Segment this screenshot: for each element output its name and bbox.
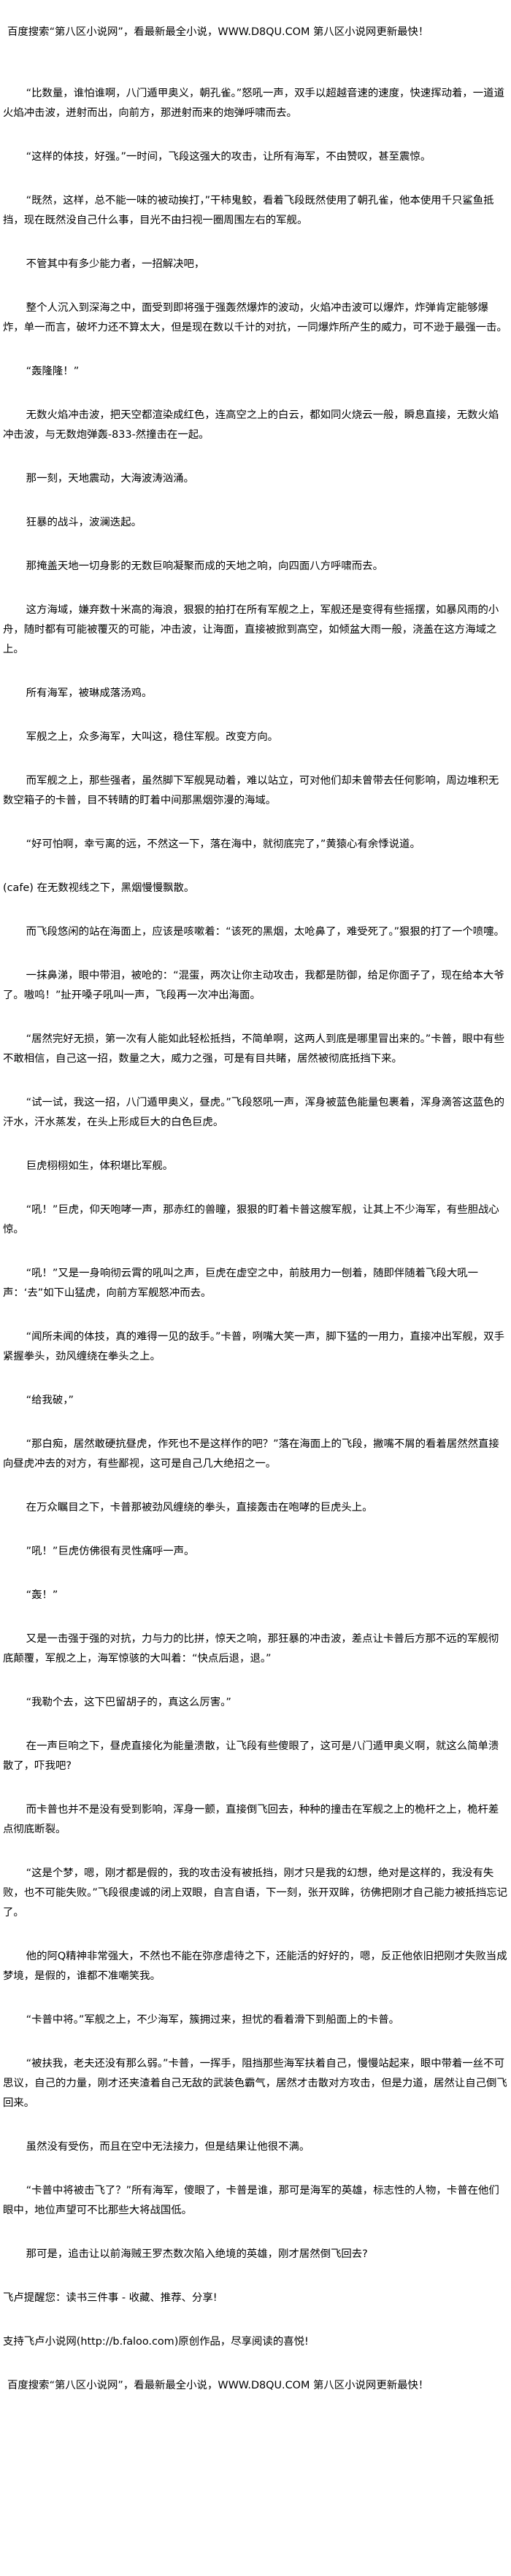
- paragraph: 不管其中有多少能力者，一招解决吧，: [26, 258, 205, 270]
- paragraph: “既然，这样，总不能一味的被动挨打，”干柿鬼鲛，看着飞段既然使用了朝孔雀，他本使…: [3, 195, 494, 226]
- paragraph: “给我破，”: [26, 1395, 74, 1406]
- paragraph: “这是个梦，嗯，刚才都是假的，我的攻击没有被抵挡，刚才只是我的幻想，绝对是这样的…: [3, 1867, 508, 1918]
- paragraph: “闻所未闻的体技，真的难得一见的敌手。”卡普，咧嘴大笑一声，脚下猛的一用力，直接…: [3, 1331, 504, 1362]
- paragraph: “这样的体技，好强。”一时间，飞段这强大的攻击，让所有海军，不由赞叹，甚至震惊。: [26, 151, 431, 163]
- paragraph: “卡普中将。”军舰之上，不少海军，簇拥过来，担忧的看着滑下到船面上的卡普。: [26, 2014, 400, 2026]
- paragraph: 无数火焰冲击波，把天空都渲染成红色，连高空之上的白云，都如同火烧云一般，瞬息直接…: [3, 409, 499, 441]
- paragraph: 军舰之上，众多海军，大叫这，稳住军舰。改变方向。: [26, 731, 279, 743]
- paragraph: “轰！”: [26, 1589, 58, 1601]
- site-banner-bottom: 百度搜索“第八区小说网”，看最新最全小说，WWW.D8QU.COM 第八区小说网…: [7, 2380, 429, 2391]
- paragraph: “吼！”巨虎，仰天咆哮一声，那赤红的兽瞳，狠狠的盯着卡普这艘军舰，让其上不少海军…: [3, 1204, 499, 1235]
- paragraph: 这方海域，嫌弃数十米高的海浪，狠狠的拍打在所有军舰之上，军舰还是变得有些摇摆，如…: [3, 604, 499, 655]
- paragraph: 他的阿Q精神非常强大，不然也不能在弥彦虐待之下，还能活的好好的，嗯，反正他依旧把…: [3, 1951, 507, 1982]
- paragraph: 那可是，追击让以前海贼王罗杰数次陷入绝境的英雄，刚才居然倒飞回去?: [26, 2248, 368, 2260]
- paragraph: “试一试，我这一招，八门遁甲奥义，昼虎。”飞段怒吼一声，浑身被蓝色能量包裹着，浑…: [3, 1097, 504, 1128]
- paragraph: 所有海军，被琳成落汤鸡。: [26, 687, 153, 699]
- paragraph: “轰隆隆！”: [26, 366, 80, 377]
- paragraph: 在万众瞩目之下，卡普那被劲风缠绕的拳头，直接轰击在咆哮的巨虎头上。: [26, 1502, 373, 1513]
- reading-reminder: 飞卢提醒您：读书三件事 - 收藏、推荐、分享!: [3, 2292, 218, 2304]
- paragraph: 而飞段悠闲的站在海面上，应该是咳嗽着：“该死的黑烟，太呛鼻了，难受死了。”狠狠的…: [26, 926, 504, 938]
- paragraph: 而军舰之上，那些强者，虽然脚下军舰晃动着，难以站立，可对他们却未曾带去任何影响，…: [3, 775, 499, 806]
- paragraph: “吼！”又是一身响彻云霄的吼叫之声，巨虎在虚空之中，前肢用力一刨着，随即伴随着飞…: [3, 1268, 478, 1299]
- paragraph: 而卡普也并不是没有受到影响，浑身一颤，直接倒飞回去，种种的撞击在军舰之上的桅杆之…: [3, 1804, 499, 1835]
- paragraph: “被扶我，老夫还没有那么弱。”卡普，一挥手，阻挡那些海军扶着自己，慢慢站起来，眼…: [3, 2058, 507, 2109]
- paragraph: “我勒个去，这下巴留胡子的，真这么厉害。”: [26, 1697, 231, 1708]
- paragraph: ”吼！”巨虎仿佛很有灵性痛呼一声。: [26, 1546, 195, 1557]
- paragraph: (cafe) 在无数视线之下，黑烟慢慢飘散。: [3, 882, 195, 894]
- paragraph: “居然完好无损，第一次有人能如此轻松抵挡，不简单啊，这两人到底是哪里冒出来的。”…: [3, 1033, 504, 1065]
- paragraph: “卡普中将被击飞了？”所有海军，傻眼了，卡普是谁，那可是海军的英雄，标志性的人物…: [3, 2185, 499, 2216]
- paragraph: 又是一击强于强的对抗，力与力的比拼，惊天之响，那狂暴的冲击波，差点让卡普后方那不…: [3, 1633, 499, 1665]
- chapter-content: “比数量，谁怕谁啊，八门遁甲奥义，朝孔雀。”怒吼一声，双手以超越音速的速度，快速…: [3, 84, 508, 2264]
- support-notice: 支持飞卢小说网(http://b.faloo.com)原创作品，尽享阅读的喜悦!: [3, 2336, 309, 2348]
- site-banner-top: 百度搜索“第八区小说网”，看最新最全小说，WWW.D8QU.COM 第八区小说网…: [7, 26, 429, 38]
- paragraph: 狂暴的战斗，波澜迭起。: [26, 517, 142, 528]
- paragraph: 虽然没有受伤，而且在空中无法接力，但是结果让他很不满。: [26, 2141, 310, 2153]
- paragraph: 在一声巨响之下，昼虎直接化为能量溃散，让飞段有些傻眼了，这可是八门遁甲奥义啊，就…: [3, 1740, 499, 1772]
- paragraph: 一抹鼻涕，眼中带泪，被呛的：“混蛋，两次让你主动攻击，我都是防御，给足你面子了，…: [3, 970, 504, 1001]
- paragraph: “好可怕啊，幸亏离的远，不然这一下，落在海中，就彻底完了，”黄猿心有余悸说道。: [26, 838, 420, 850]
- paragraph: 整个人沉入到深海之中，面受到即将强于强轰然爆炸的波动，火焰冲击波可以爆炸，炸弹肯…: [3, 302, 507, 333]
- paragraph: 那一刻，天地震动，大海波涛汹涌。: [26, 473, 194, 485]
- paragraph: 那掩盖天地一切身影的无数巨响凝聚而成的天地之响，向四面八方呼啸而去。: [26, 560, 383, 572]
- paragraph: “比数量，谁怕谁啊，八门遁甲奥义，朝孔雀。”怒吼一声，双手以超越音速的速度，快速…: [3, 88, 504, 119]
- paragraph: “那白痴，居然敢硬抗昼虎，作死也不是这样作的吧？”落在海面上的飞段，撇嘴不屑的看…: [3, 1438, 499, 1470]
- paragraph: 巨虎栩栩如生，体积堪比军舰。: [26, 1160, 174, 1172]
